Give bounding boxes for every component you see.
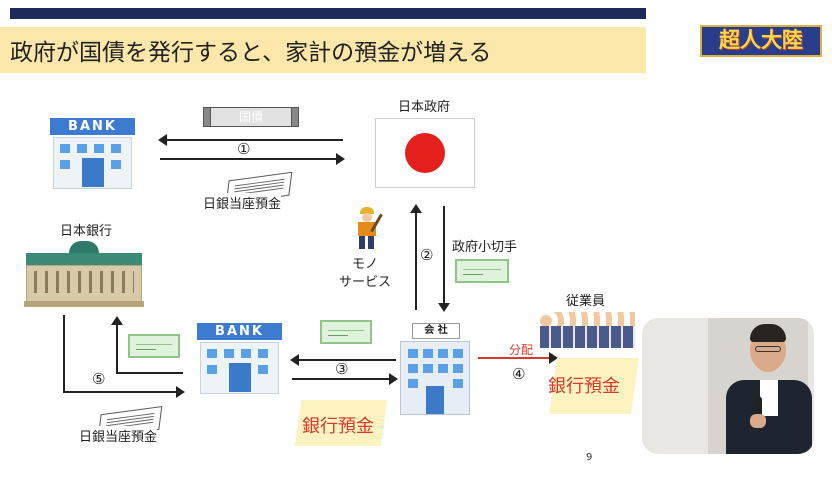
slide-title: 政府が国債を発行すると、家計の預金が増える — [10, 40, 492, 66]
step2-arrow-down — [438, 206, 450, 312]
boj-label: 日本銀行 — [60, 224, 113, 239]
header-bar — [10, 8, 646, 19]
step5-label: ⑤ — [92, 370, 106, 388]
microphone-icon — [754, 396, 762, 426]
services-label: サービス — [339, 275, 392, 290]
page-number: 9 — [586, 452, 593, 463]
step5-arrow-right — [63, 386, 185, 398]
check-arrow-up — [111, 316, 123, 373]
bank-building-icon: BANK — [197, 323, 282, 395]
government-bond-icon: 国債 — [203, 107, 299, 127]
bank-deposit-employees-label: 銀行預金 — [548, 376, 620, 397]
bond-arrow — [158, 134, 343, 146]
bank-sign: BANK — [50, 118, 135, 135]
step1-arrow — [160, 153, 345, 165]
check-arrow-left — [290, 354, 396, 366]
bank-sign: BANK — [197, 323, 282, 340]
check-arrow-base — [116, 372, 183, 374]
distribution-label: 分配 — [509, 343, 534, 357]
government-label: 日本政府 — [398, 100, 451, 115]
check-icon — [320, 320, 372, 344]
worker-icon — [352, 207, 383, 249]
employees-label: 従業員 — [566, 294, 606, 309]
check-icon — [128, 334, 180, 358]
step3-arrow — [292, 373, 398, 385]
bank-of-japan-icon — [24, 241, 144, 307]
check-icon — [455, 259, 509, 283]
goods-arrow-up — [410, 204, 422, 310]
step3-label: ③ — [335, 360, 349, 378]
step1-label: ① — [237, 140, 251, 158]
boj-account-label-top: 日銀当座預金 — [203, 193, 282, 212]
step4-label: ④ — [512, 365, 526, 383]
gov-check-label: 政府小切手 — [452, 240, 518, 255]
title-band — [0, 27, 646, 73]
step2-label: ② — [420, 246, 434, 264]
bank-building-icon: BANK — [50, 118, 135, 190]
boj-account-label-bottom: 日銀当座預金 — [79, 426, 158, 445]
step5-arrow-down — [63, 315, 65, 392]
employees-icon — [540, 308, 635, 348]
company-sign: 会 社 — [412, 323, 460, 339]
goods-label: モノ — [352, 257, 379, 272]
channel-logo: 超人大陸 — [700, 25, 822, 57]
presenter-video — [642, 318, 814, 454]
bank-deposit-bank-label: 銀行預金 — [302, 416, 374, 437]
flag-sun — [405, 133, 445, 173]
step4-arrow — [478, 352, 558, 364]
company-building-icon: 会 社 — [400, 323, 470, 415]
